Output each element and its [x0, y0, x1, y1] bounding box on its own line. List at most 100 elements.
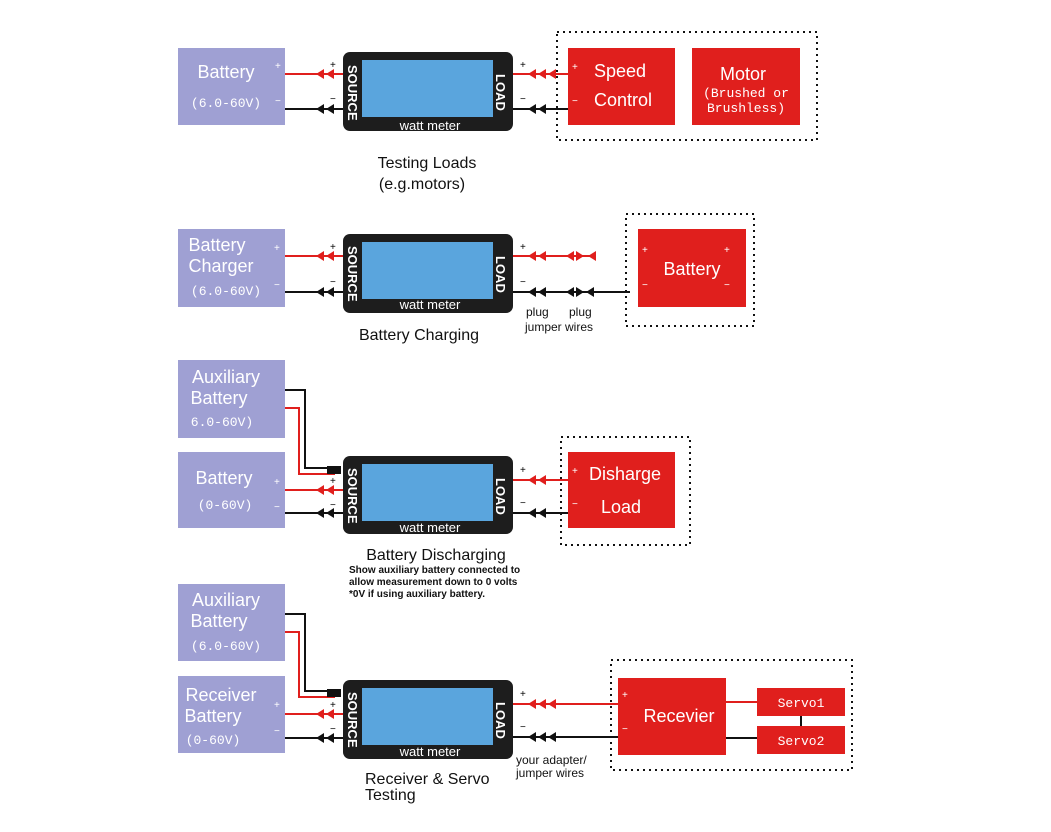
svg-text:+: +: [330, 60, 336, 71]
svg-text:+: +: [520, 60, 526, 71]
note-line: Show auxiliary battery connected to: [349, 565, 520, 576]
section-testing-loads: Battery (6.0-60V) + − + − watt meter SOU…: [178, 31, 818, 193]
svg-text:Motor: Motor: [720, 64, 766, 84]
aux-connector: [327, 466, 341, 474]
svg-text:(0-60V): (0-60V): [198, 498, 253, 513]
load-group-outline: [556, 31, 818, 141]
svg-text:plug: plug: [526, 305, 549, 319]
svg-text:LOAD: LOAD: [493, 256, 508, 293]
watt-meter: watt meter SOURCE LOAD: [343, 234, 513, 313]
svg-text:+: +: [274, 477, 280, 488]
svg-text:Battery: Battery: [195, 468, 252, 488]
svg-text:(6.0-60V): (6.0-60V): [191, 284, 261, 299]
svg-text:watt meter: watt meter: [399, 520, 461, 535]
svg-text:Battery: Battery: [190, 388, 247, 408]
receiver-box: Recevier + −: [618, 678, 726, 755]
svg-text:Servo1: Servo1: [778, 696, 825, 711]
svg-text:(0-60V): (0-60V): [186, 733, 241, 748]
svg-text:+: +: [520, 465, 526, 476]
section-caption: Receiver & Servo: [365, 771, 490, 788]
svg-text:+: +: [642, 245, 648, 256]
speed-control-box: Speed Control + −: [568, 48, 675, 125]
svg-text:(6.0-60V): (6.0-60V): [191, 639, 261, 654]
motor-box: Motor (Brushed or Brushless): [692, 48, 800, 125]
svg-text:−: −: [520, 94, 526, 105]
svg-text:Auxiliary: Auxiliary: [192, 367, 260, 387]
section-receiver-servo: Auxiliary Battery (6.0-60V) Receiver Bat…: [178, 584, 853, 804]
svg-text:SOURCE: SOURCE: [345, 468, 360, 524]
svg-text:−: −: [330, 94, 336, 105]
svg-text:−: −: [520, 277, 526, 288]
svg-text:+: +: [572, 466, 578, 477]
source-arrows: [316, 69, 334, 114]
section-battery-charging: Battery Charger (6.0-60V) + − + − watt m…: [178, 213, 755, 344]
svg-text:SOURCE: SOURCE: [345, 65, 360, 121]
svg-text:−: −: [572, 499, 578, 510]
svg-text:−: −: [520, 498, 526, 509]
svg-text:Control: Control: [594, 90, 652, 110]
watt-meter: watt meter SOURCE LOAD: [343, 456, 513, 535]
svg-text:watt meter: watt meter: [399, 118, 461, 133]
svg-text:jumper wires: jumper wires: [515, 766, 584, 780]
svg-text:SOURCE: SOURCE: [345, 246, 360, 302]
svg-text:−: −: [622, 724, 628, 735]
load-group-outline: [610, 659, 853, 771]
svg-text:+: +: [274, 243, 280, 254]
servo2-box: Servo2: [757, 726, 845, 754]
svg-text:+: +: [520, 242, 526, 253]
svg-text:SOURCE: SOURCE: [345, 692, 360, 748]
servo1-box: Servo1: [757, 688, 845, 716]
svg-text:watt meter: watt meter: [399, 744, 461, 759]
svg-text:Battery: Battery: [188, 235, 245, 255]
svg-text:+: +: [724, 245, 730, 256]
svg-text:Battery: Battery: [663, 259, 720, 279]
svg-text:Battery: Battery: [197, 62, 254, 82]
watt-meter: watt meter SOURCE LOAD: [343, 680, 513, 759]
section-battery-discharging: Auxiliary Battery 6.0-60V) Battery (0-60…: [178, 360, 691, 600]
battery-charger-box: Battery Charger (6.0-60V) + −: [178, 229, 285, 307]
aux-connector: [327, 689, 341, 697]
note-line: *0V if using auxiliary battery.: [349, 589, 485, 600]
svg-text:Disharge: Disharge: [589, 464, 661, 484]
svg-text:−: −: [274, 502, 280, 513]
svg-text:Charger: Charger: [188, 256, 253, 276]
svg-text:watt meter: watt meter: [399, 297, 461, 312]
svg-text:Speed: Speed: [594, 61, 646, 81]
svg-text:Battery: Battery: [184, 706, 241, 726]
svg-text:+: +: [275, 61, 281, 72]
section-caption: Battery Charging: [359, 327, 479, 344]
svg-text:your adapter/: your adapter/: [516, 753, 587, 767]
section-subcaption: Testing: [365, 787, 416, 804]
svg-text:−: −: [330, 277, 336, 288]
receiver-battery-box: Receiver Battery (0-60V) + −: [178, 676, 285, 753]
battery-box: Battery (0-60V) + −: [178, 452, 285, 528]
svg-text:+: +: [572, 62, 578, 73]
svg-text:−: −: [330, 724, 336, 735]
section-subcaption: (e.g.motors): [379, 176, 465, 193]
auxiliary-battery-box: Auxiliary Battery 6.0-60V): [178, 360, 285, 438]
battery-load-box: Battery + + − −: [638, 229, 746, 307]
svg-text:Battery: Battery: [190, 611, 247, 631]
section-caption: Testing Loads: [378, 155, 477, 172]
svg-text:−: −: [642, 280, 648, 291]
section-caption: Battery Discharging: [366, 547, 506, 564]
svg-text:−: −: [724, 280, 730, 291]
svg-text:−: −: [330, 500, 336, 511]
svg-text:+: +: [330, 700, 336, 711]
svg-text:+: +: [330, 476, 336, 487]
svg-text:6.0-60V): 6.0-60V): [191, 415, 253, 430]
discharge-load-box: Disharge Load + −: [568, 452, 675, 528]
svg-text:(Brushed or: (Brushed or: [703, 86, 789, 101]
load-group-outline: [560, 436, 691, 546]
svg-text:+: +: [520, 689, 526, 700]
svg-text:Auxiliary: Auxiliary: [192, 590, 260, 610]
svg-text:−: −: [572, 96, 578, 107]
svg-text:LOAD: LOAD: [493, 74, 508, 111]
svg-text:jumper wires: jumper wires: [524, 320, 593, 334]
svg-text:Servo2: Servo2: [778, 734, 825, 749]
note-line: allow measurement down to 0 volts: [349, 577, 518, 588]
svg-text:LOAD: LOAD: [493, 702, 508, 739]
svg-text:−: −: [274, 726, 280, 737]
battery-box: Battery (6.0-60V) + −: [178, 48, 285, 125]
